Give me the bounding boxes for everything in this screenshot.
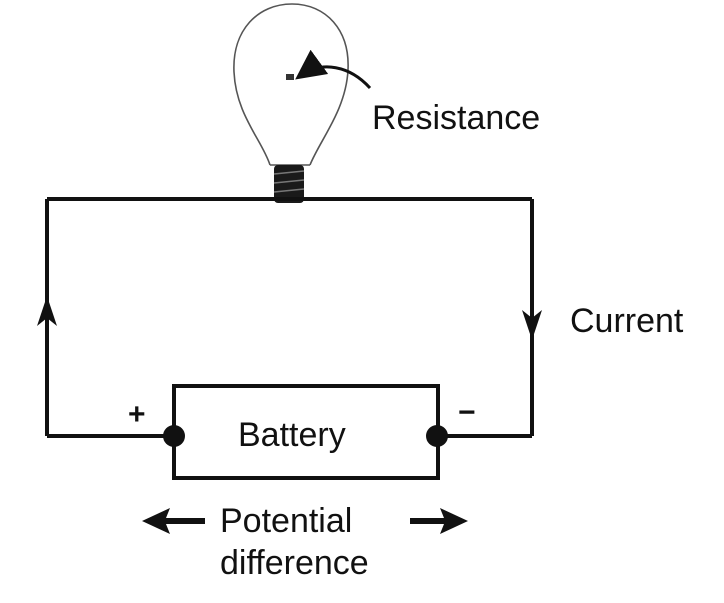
negative-terminal [426,425,448,447]
filament [286,74,294,80]
resistance-pointer-arrow [295,49,372,90]
plus-sign: + [128,398,146,431]
resistance-label: Resistance [372,99,540,137]
potential-label: Potential [220,502,352,540]
current-arrow-down-icon [522,310,542,340]
left-arrow-icon [142,508,205,534]
minus-sign: − [458,396,476,429]
bulb-base [273,165,305,203]
current-label: Current [570,302,684,340]
battery-box [172,384,440,480]
positive-terminal [163,425,185,447]
current-arrow-up-icon [37,296,57,326]
battery-label: Battery [238,416,346,454]
light-bulb-icon [233,3,349,203]
difference-label: difference [220,544,369,582]
right-arrow-icon [410,508,468,534]
